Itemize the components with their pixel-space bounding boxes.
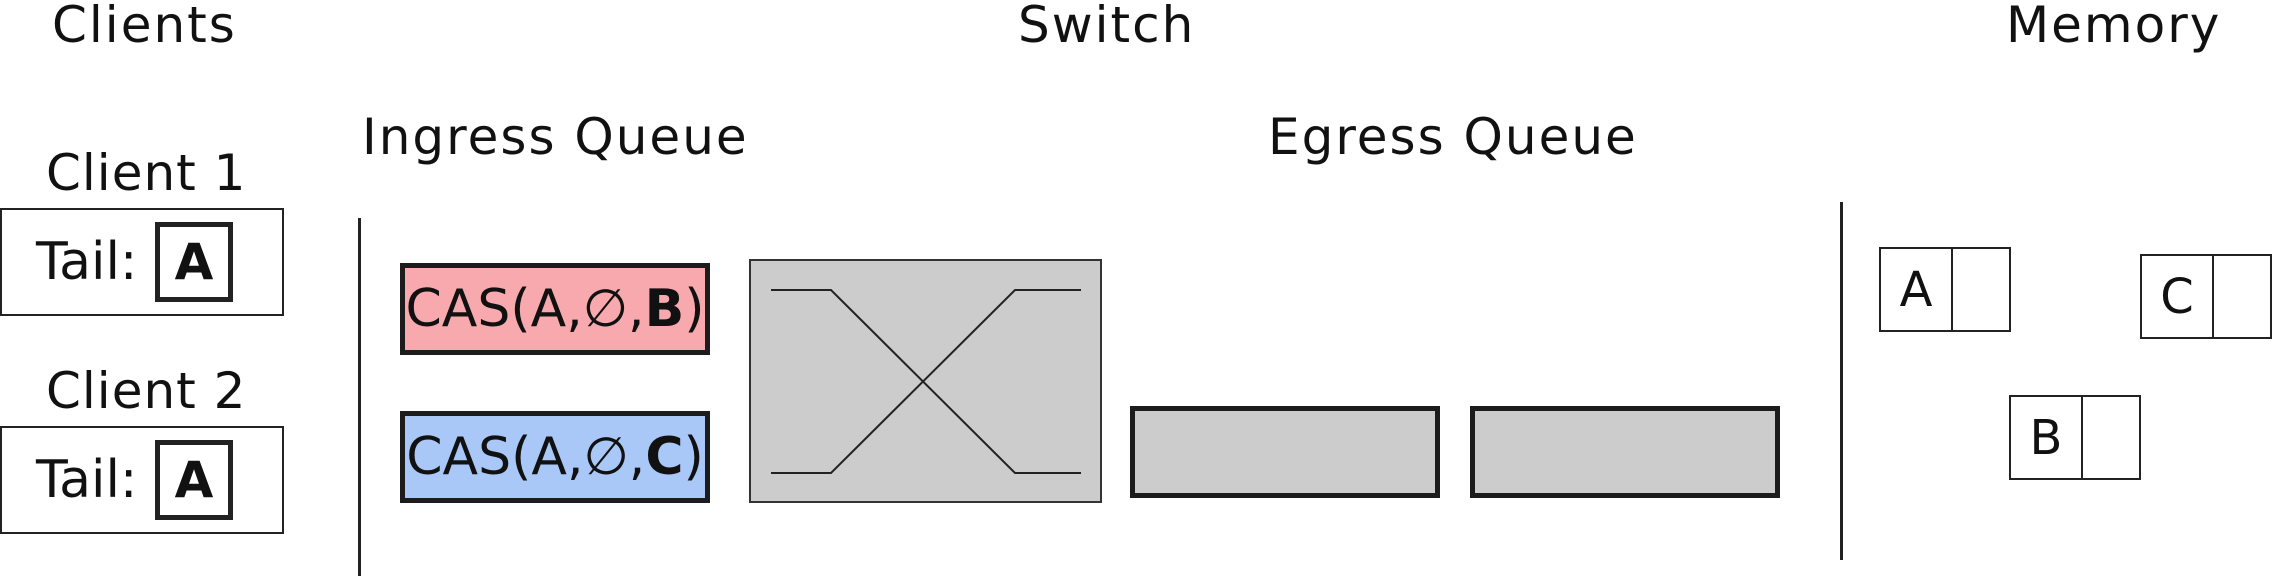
client-2-label: Client 2: [46, 362, 247, 420]
switch-crossbar: [749, 259, 1102, 503]
switch-heading: Switch: [1018, 0, 1196, 54]
crossbar-lines: [771, 289, 1081, 474]
ingress-queue-heading: Ingress Queue: [362, 108, 749, 166]
client-1-tail-value: A: [155, 222, 233, 302]
memory-heading: Memory: [2006, 0, 2222, 54]
cas-prefix: CAS(A,∅,: [405, 279, 645, 339]
clients-heading: Clients: [52, 0, 237, 54]
cas-target: C: [645, 427, 684, 487]
memory-cell-label: A: [1881, 249, 1953, 330]
client-1-box: Tail: A: [0, 208, 284, 316]
memory-cell-pointer: [2083, 397, 2139, 478]
client-2-tail-label: Tail:: [36, 450, 138, 510]
memory-cell-b: B: [2009, 395, 2141, 480]
ingress-item-cas-b: CAS(A,∅,B): [400, 263, 710, 355]
clients-switch-divider: [358, 218, 361, 576]
egress-queue-heading: Egress Queue: [1268, 108, 1638, 166]
switch-memory-divider: [1840, 202, 1843, 560]
ingress-item-cas-c: CAS(A,∅,C): [400, 411, 710, 503]
client-2-tail-value: A: [155, 440, 233, 520]
memory-cell-label: B: [2011, 397, 2083, 478]
client-2-box: Tail: A: [0, 426, 284, 534]
egress-slot-1: [1130, 406, 1440, 498]
cas-suffix: ): [683, 427, 704, 487]
egress-slot-2: [1470, 406, 1780, 498]
memory-cell-label: C: [2142, 256, 2214, 337]
cas-target: B: [644, 279, 685, 339]
memory-cell-pointer: [2214, 256, 2270, 337]
client-1-tail-label: Tail:: [36, 232, 138, 292]
client-1-label: Client 1: [46, 144, 247, 202]
memory-cell-pointer: [1953, 249, 2009, 330]
memory-cell-a: A: [1879, 247, 2011, 332]
cas-suffix: ): [684, 279, 705, 339]
cas-prefix: CAS(A,∅,: [406, 427, 646, 487]
memory-cell-c: C: [2140, 254, 2272, 339]
